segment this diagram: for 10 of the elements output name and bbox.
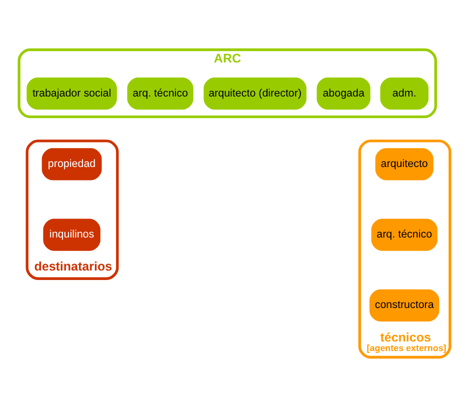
node-box: trabajador social	[26, 77, 117, 110]
node-box: arquitecto (director)	[204, 77, 306, 110]
node-box: adm.	[380, 77, 428, 110]
node-box: arq. técnico	[371, 218, 438, 251]
node-box: arquitecto	[375, 148, 434, 180]
node-box: propiedad	[42, 148, 102, 180]
node-box: constructora	[370, 289, 440, 322]
node-box: inquilinos	[43, 218, 100, 251]
node-box: arq. técnico	[127, 77, 194, 110]
node-box: abogada	[316, 77, 370, 110]
